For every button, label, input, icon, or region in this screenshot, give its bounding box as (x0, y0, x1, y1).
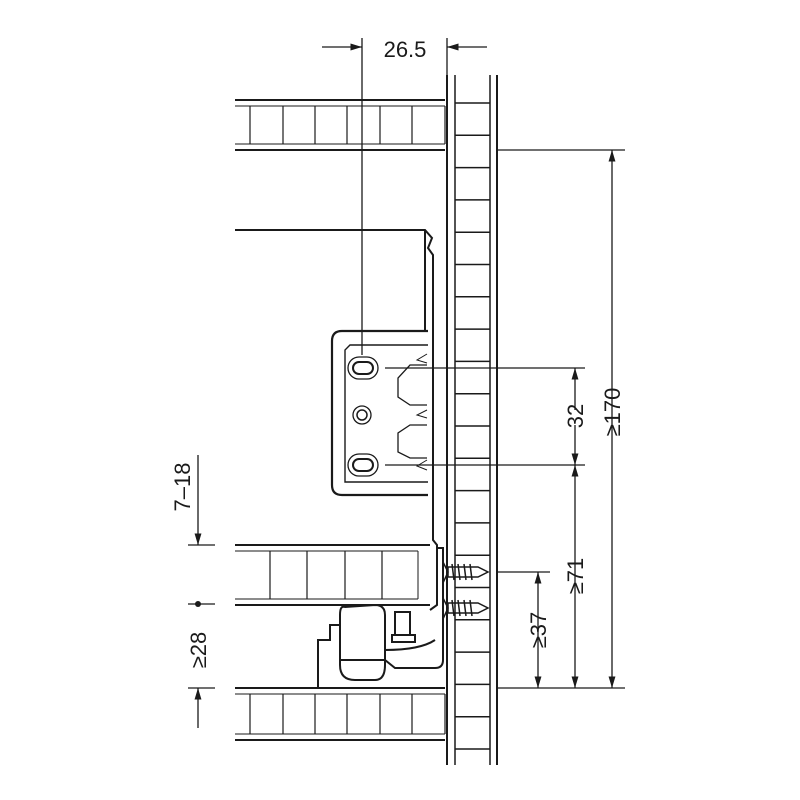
runner-locking-device (317, 547, 444, 688)
screw-upper (442, 561, 490, 584)
drawer-side-profile (235, 229, 438, 611)
dim-screw-height: ≥37 (526, 612, 551, 649)
cabinet-side-panel (446, 75, 498, 765)
top-shelf (235, 99, 446, 151)
dimension-lines (188, 38, 625, 728)
dim-total-height: ≥170 (600, 388, 625, 437)
dim-bottom-clearance: ≥28 (186, 632, 211, 669)
dim-top-offset: 26.5 (384, 37, 427, 62)
front-fixing-bracket (330, 329, 428, 497)
dim-hole-spacing: 32 (563, 404, 588, 428)
bottom-shelf (235, 687, 446, 741)
mounting-hole-center (352, 405, 372, 425)
dim-panel-thickness: 7–18 (170, 463, 195, 512)
screw-lower (442, 597, 490, 620)
dim-lower-hole-height: ≥71 (563, 558, 588, 595)
middle-shelf (235, 544, 430, 606)
mounting-hole-top (347, 356, 379, 380)
mounting-hole-bottom (347, 453, 379, 477)
reference-point (195, 601, 201, 607)
